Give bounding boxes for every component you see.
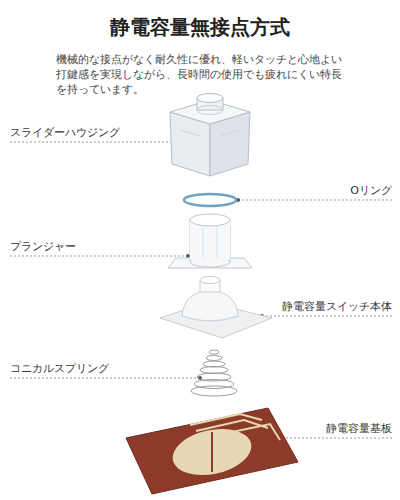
diagram-title: 静電容量無接点方式	[0, 14, 400, 41]
leader-line	[238, 200, 392, 201]
leader-line	[10, 142, 190, 143]
part-label: プランジャー	[10, 240, 76, 254]
part-label: 静電容量基板	[326, 422, 392, 436]
switch-body	[160, 277, 272, 339]
description-text: 機械的な接点がなく耐久性に優れ、軽いタッチと心地よい打鍵感を実現しながら、長時間…	[56, 52, 346, 97]
o-ring	[184, 194, 236, 206]
part-label: スライダーハウジング	[10, 126, 120, 140]
leader-dot	[186, 254, 190, 258]
part-label: コニカルスプリング	[10, 362, 109, 376]
leader-line	[262, 316, 392, 317]
slider-housing	[170, 94, 250, 177]
part-label: 静電容量スイッチ本体	[282, 300, 392, 314]
part-label: Oリング	[350, 184, 392, 198]
capacitive-pcb	[126, 408, 298, 494]
leader-line	[10, 378, 200, 379]
conical-spring	[191, 350, 237, 396]
plunger	[168, 214, 252, 268]
leader-line	[10, 256, 188, 257]
